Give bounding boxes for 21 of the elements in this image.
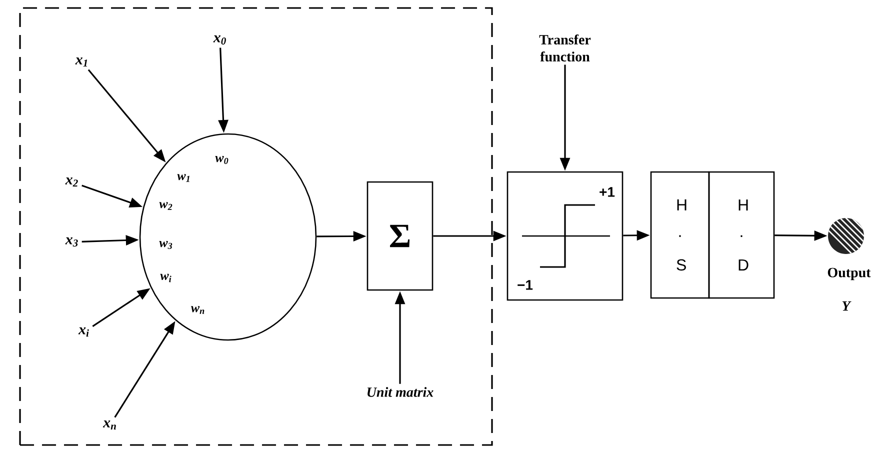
- output-label: Output: [828, 268, 871, 280]
- output-stage-box: H · S: [650, 171, 710, 299]
- input-label: x$_{2}$: [65, 177, 78, 187]
- output-label: Y: [842, 301, 852, 311]
- input-label: x$_{3}$: [65, 237, 78, 247]
- weight-label: w$_{2}$: [159, 202, 172, 210]
- summation-box: Σ: [366, 181, 434, 291]
- output-stage-box: H · D: [708, 171, 775, 299]
- weight-label: w$_{0}$: [215, 156, 228, 164]
- weight-label: w$_{3}$: [159, 241, 172, 249]
- input-label: x$_{0}$: [213, 35, 226, 45]
- input-label: x$_{1}$: [75, 57, 88, 67]
- dashed-frame: [19, 7, 493, 446]
- input-label: x$_{n}$: [102, 420, 116, 430]
- weight-label: w$_{n}$: [190, 306, 204, 314]
- transfer-function-box: +1 −1: [506, 171, 624, 301]
- annotation-text: Transfer function: [539, 34, 591, 62]
- input-label: x$_{i}$: [78, 327, 89, 337]
- weight-label: w$_{i}$: [160, 274, 172, 282]
- weight-label: w$_{1}$: [177, 174, 190, 182]
- annotation-text: Unit matrix: [368, 387, 434, 397]
